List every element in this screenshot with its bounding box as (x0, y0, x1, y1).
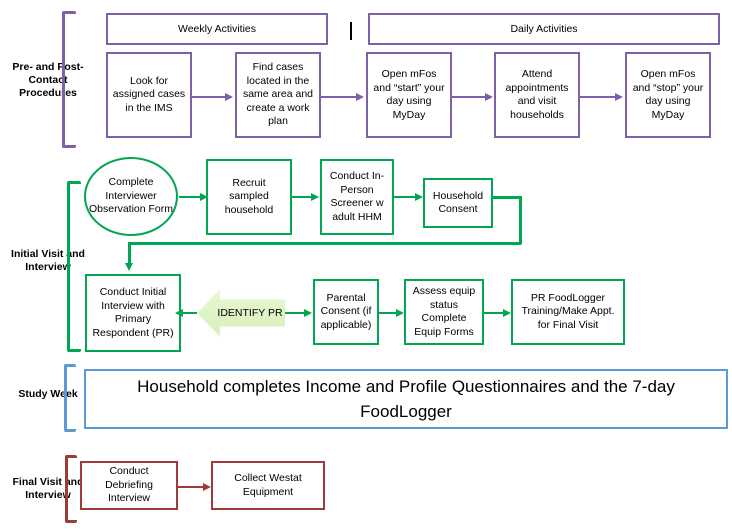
step-conduct-debriefing-interview: Conduct Debriefing Interview (80, 461, 178, 510)
step-open-mfos-start-label: Open mFos and “start” your day using MyD… (373, 68, 445, 121)
wrap-connector-right-segment (519, 196, 522, 244)
step-identify-pr: IDENTIFY PR (197, 289, 285, 337)
arrow-recruit-to-screener (292, 192, 320, 201)
arrow-debriefing-to-collect-equipment (178, 482, 212, 491)
step-household-consent-label: Household Consent (432, 189, 484, 216)
arrow-attend-to-openstop (580, 92, 624, 101)
banner-weekly-activities-label: Weekly Activities (178, 22, 256, 35)
step-collect-westat-equipment: Collect Westat Equipment (211, 461, 325, 510)
section-bracket-final-visit (65, 455, 77, 523)
step-assess-equip-status: Assess equip status Complete Equip Forms (404, 279, 484, 345)
step-complete-interviewer-observation-form: Complete Interviewer Observation Form (84, 157, 178, 236)
section-label-pre-post-contact: Pre- and Post-Contact Procedures (12, 60, 84, 99)
step-look-for-assigned-cases: Look for assigned cases in the IMS (106, 52, 192, 138)
section-bracket-study-week (64, 364, 76, 432)
step-household-consent: Household Consent (423, 178, 493, 228)
section-label-initial-visit: Initial Visit and Interview (11, 248, 85, 273)
step-identify-pr-label: IDENTIFY PR (217, 307, 283, 319)
step-attend-appointments-label: Attend appointments and visit households (505, 68, 569, 121)
wrap-connector-arrowhead (124, 263, 133, 271)
step-conduct-initial-interview-pr: Conduct Initial Interview with Primary R… (85, 274, 181, 352)
step-conduct-in-person-screener: Conduct In-Person Screener w adult HHM (320, 159, 394, 235)
step-attend-appointments: Attend appointments and visit households (494, 52, 580, 138)
banner-divider-tick (350, 22, 352, 40)
step-conduct-initial-interview-pr-label: Conduct Initial Interview with Primary R… (92, 286, 174, 339)
step-look-for-assigned-cases-label: Look for assigned cases in the IMS (112, 74, 186, 114)
arrow-observation-to-recruit (179, 192, 209, 201)
arrow-identify-to-parental-consent (285, 308, 313, 317)
arrow-parental-to-assess-equip (379, 308, 405, 317)
step-household-completes-questionnaires-label: Household completes Income and Profile Q… (137, 377, 675, 421)
banner-weekly-activities: Weekly Activities (106, 13, 328, 45)
step-pr-foodlogger-training-label: PR FoodLogger Training/Make Appt. for Fi… (521, 291, 615, 331)
step-household-completes-questionnaires: Household completes Income and Profile Q… (84, 369, 728, 429)
step-conduct-debriefing-interview-label: Conduct Debriefing Interview (105, 465, 153, 505)
step-find-cases-work-plan: Find cases located in the same area and … (235, 52, 321, 138)
step-parental-consent: Parental Consent (if applicable) (313, 279, 379, 345)
arrow-assess-to-foodlogger-training (484, 308, 512, 317)
arrow-identify-to-initial-interview (175, 308, 199, 317)
step-collect-westat-equipment-label: Collect Westat Equipment (234, 472, 302, 498)
step-find-cases-work-plan-label: Find cases located in the same area and … (242, 61, 314, 128)
step-open-mfos-stop: Open mFos and “stop” your day using MyDa… (625, 52, 711, 138)
section-bracket-pre-post-contact (62, 11, 76, 148)
banner-daily-activities: Daily Activities (368, 13, 720, 45)
step-parental-consent-label: Parental Consent (if applicable) (320, 291, 372, 331)
section-label-study-week: Study Week (18, 387, 78, 400)
wrap-connector-drop-segment (128, 242, 131, 264)
arrow-screener-to-consent (394, 192, 424, 201)
step-open-mfos-stop-label: Open mFos and “stop” your day using MyDa… (632, 68, 704, 121)
wrap-connector-bottom-segment (128, 242, 521, 245)
arrow-find-to-openstart (321, 92, 365, 101)
step-conduct-in-person-screener-label: Conduct In-Person Screener w adult HHM (329, 170, 385, 223)
step-assess-equip-status-label: Assess equip status Complete Equip Forms (412, 285, 476, 338)
arrow-look-to-find (192, 92, 234, 101)
step-complete-interviewer-observation-form-label: Complete Interviewer Observation Form (88, 176, 174, 216)
step-recruit-sampled-household: Recruit sampled household (206, 159, 292, 235)
banner-daily-activities-label: Daily Activities (510, 22, 578, 35)
step-pr-foodlogger-training: PR FoodLogger Training/Make Appt. for Fi… (511, 279, 625, 345)
arrow-openstart-to-attend (452, 92, 494, 101)
step-open-mfos-start: Open mFos and “start” your day using MyD… (366, 52, 452, 138)
step-recruit-sampled-household-label: Recruit sampled household (224, 176, 274, 216)
wrap-connector-top-segment (493, 196, 521, 199)
section-bracket-initial-visit (67, 181, 81, 352)
